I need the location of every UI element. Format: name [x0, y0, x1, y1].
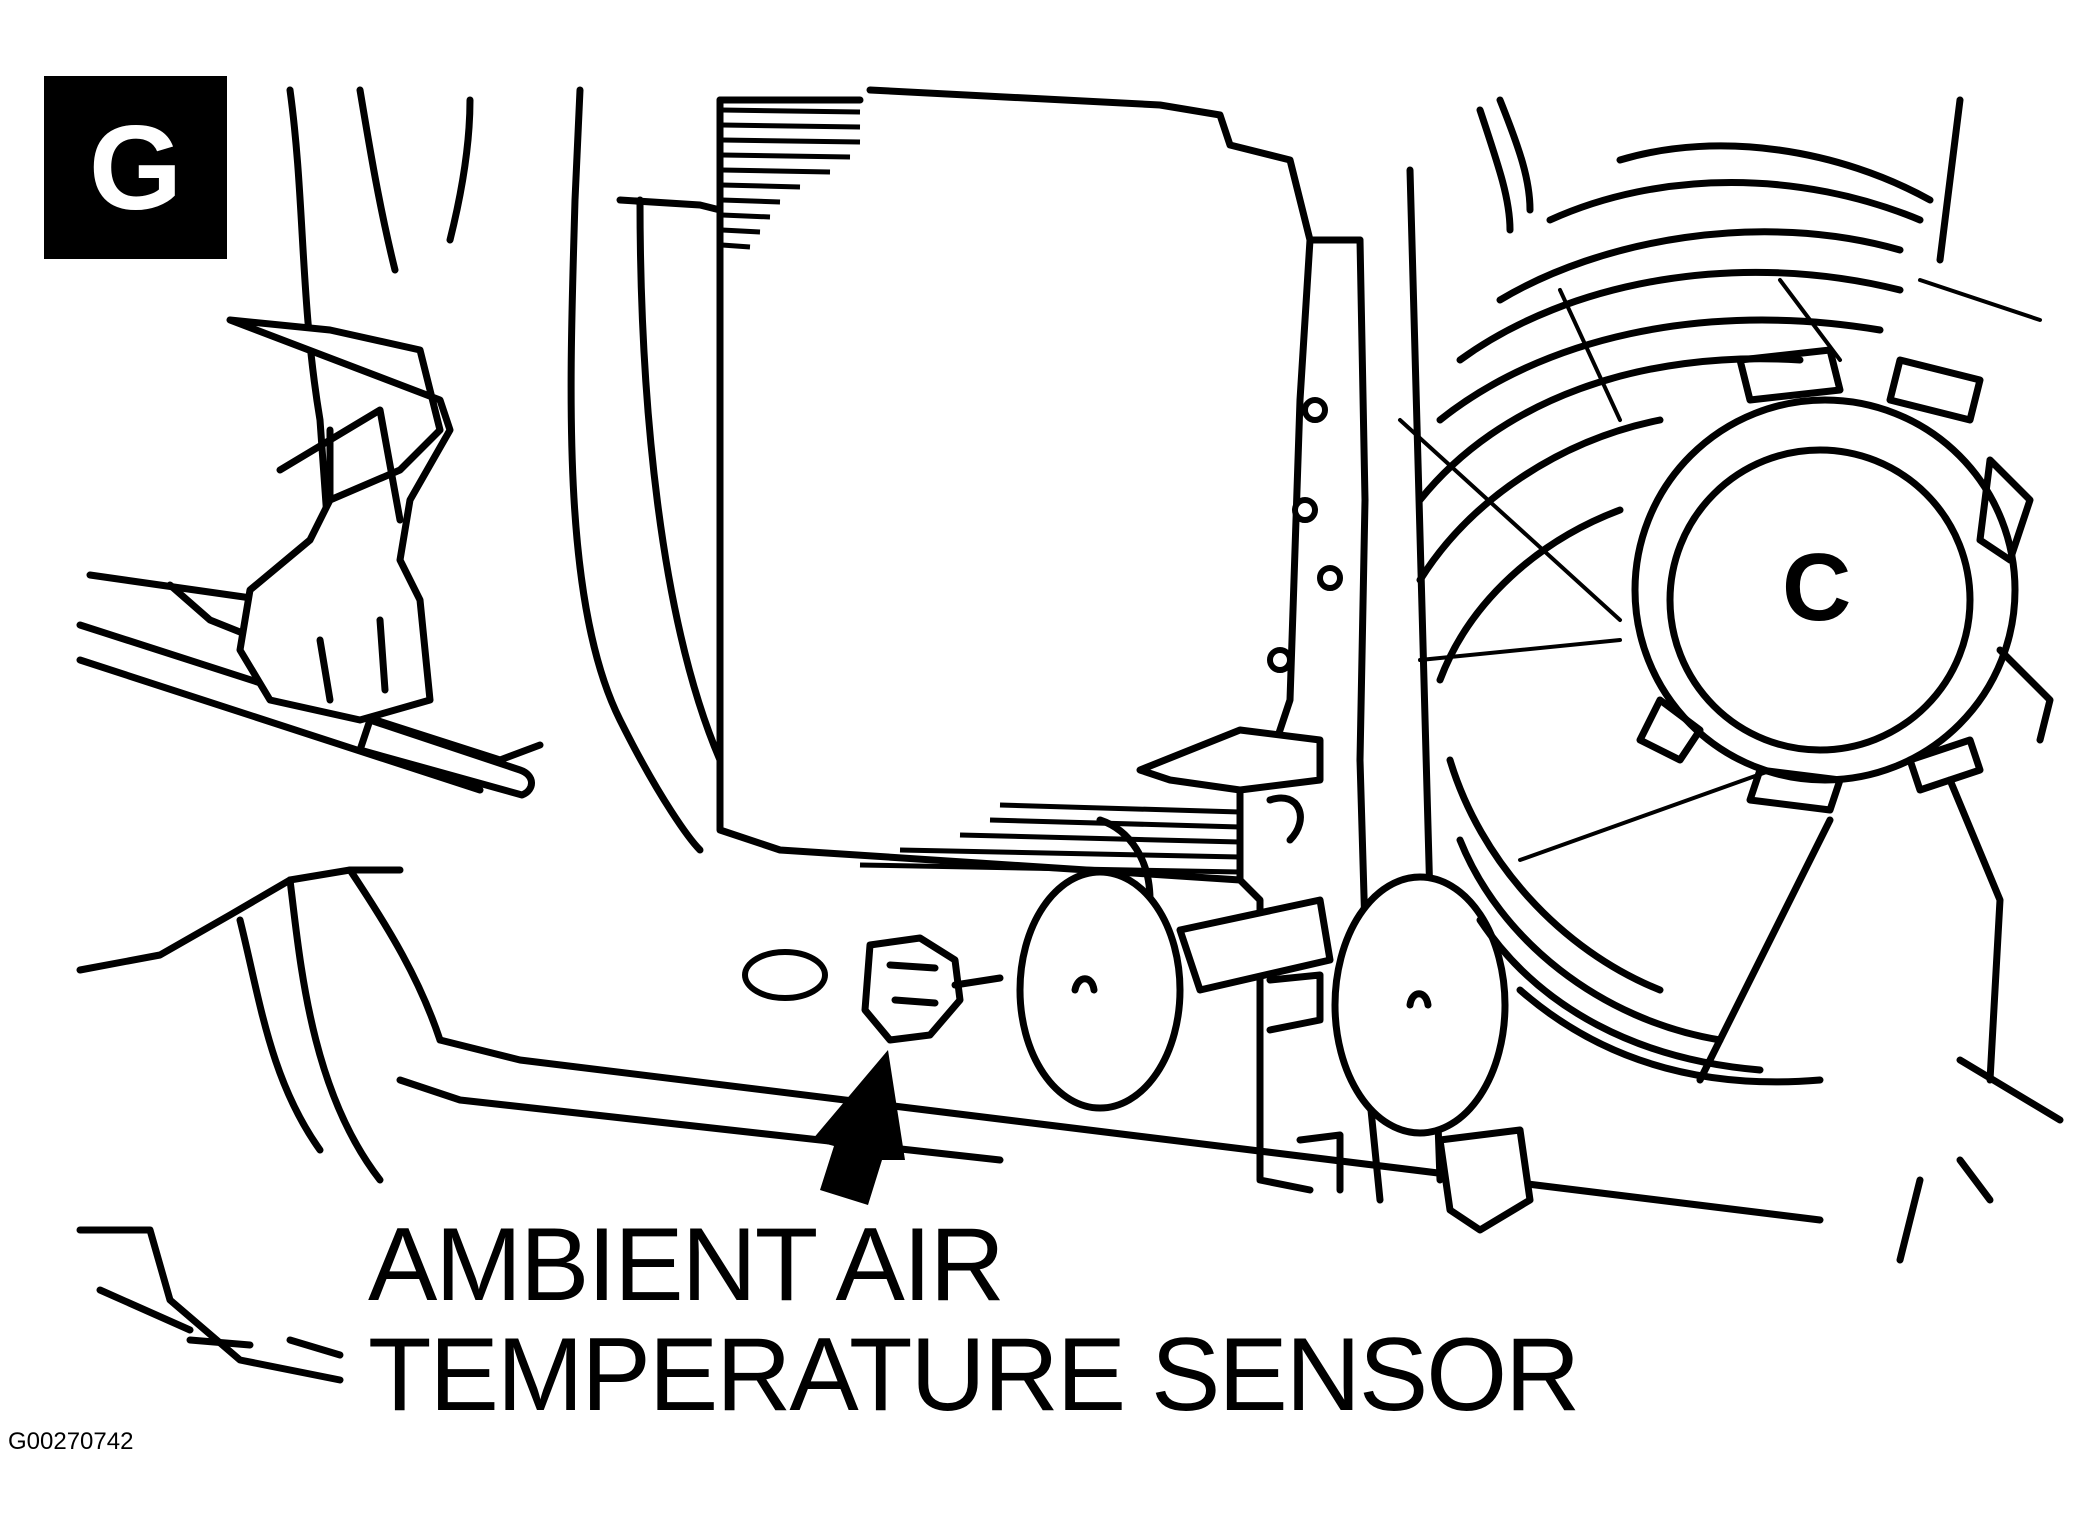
condenser-core	[616, 86, 1364, 884]
badge-letter: G	[88, 100, 183, 235]
cooling-fan	[1398, 96, 2064, 1264]
condenser-fins	[721, 107, 1241, 875]
fan-hub-mark: C	[1782, 534, 1851, 641]
horn-right	[1176, 873, 1534, 1234]
callout-line-2: TEMPERATURE SENSOR	[368, 1317, 1580, 1433]
horn-left	[1016, 816, 1184, 1112]
bracket-block	[226, 316, 535, 799]
callout-label: AMBIENT AIR TEMPERATURE SENSOR	[368, 1207, 1580, 1433]
arrow-up-icon	[812, 1050, 905, 1205]
figure-badge: G	[44, 76, 227, 259]
callout-line-1: AMBIENT AIR	[368, 1207, 1005, 1323]
oval-opening	[742, 949, 828, 1001]
left-bodywork	[76, 86, 1824, 1384]
figure-code: G00270742	[8, 1428, 134, 1455]
ambient-air-temperature-sensor	[861, 934, 1004, 1044]
